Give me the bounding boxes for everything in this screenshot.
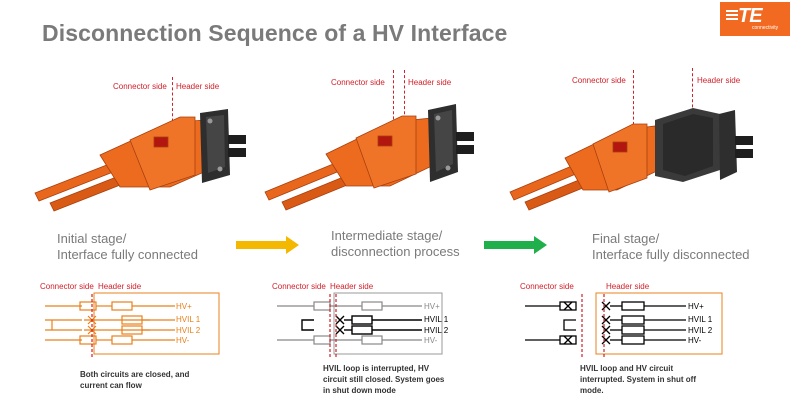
caption-disconnected-line2: interrupted. System in shut off: [580, 375, 697, 384]
stage-final-line2: Interface fully disconnected: [592, 247, 750, 262]
connector-photo-connected: [34, 109, 246, 212]
caption-disconnected-line1: HVIL loop and HV circuit: [580, 364, 674, 373]
stage-intermediate-line2: disconnection process: [331, 244, 460, 259]
schematic-disconnected: Connector side Header side HV+ HVIL 1 HV…: [520, 282, 723, 358]
schematic1-label-hvil1: HVIL 1: [176, 315, 201, 324]
connector-photo-disconnected: [509, 108, 753, 211]
logo-tagline: connectivity: [752, 25, 779, 31]
stage-initial-line1: Initial stage/: [57, 231, 127, 246]
schematic2-label-hv-minus: HV-: [424, 336, 438, 345]
photo3-connector-marker: [633, 70, 634, 130]
caption-intermediate-line1: HVIL loop is interrupted, HV: [323, 364, 430, 373]
schematic1-header-side-label: Header side: [98, 282, 142, 291]
caption-connected: Both circuits are closed, and current ca…: [80, 369, 189, 391]
caption-intermediate-line2: circuit still closed. System goes: [323, 375, 445, 384]
schematic2-label-hvil2: HVIL 2: [424, 326, 449, 335]
schematic2-label-hvil1: HVIL 1: [424, 315, 449, 324]
stage-initial-line2: Interface fully connected: [57, 247, 198, 262]
schematic2-label-hv-plus: HV+: [424, 302, 440, 311]
schematic2-connector-side-label: Connector side: [272, 282, 326, 291]
schematic1-label-hv-plus: HV+: [176, 302, 192, 311]
te-logo: TE connectivity: [720, 2, 790, 36]
caption-connected-line2: current can flow: [80, 381, 142, 390]
logo-mark: TE: [738, 5, 763, 27]
caption-connected-line1: Both circuits are closed, and: [80, 370, 190, 379]
photo2-marker-a: [393, 70, 394, 140]
schematic3-connector-side-label: Connector side: [520, 282, 574, 291]
schematic1-label-hv-minus: HV-: [176, 336, 190, 345]
photo3-connector-side-label: Connector side: [572, 76, 626, 85]
caption-intermediate-line3: in shut down mode: [323, 386, 396, 395]
arrow-right-icon-yellow: [236, 236, 299, 254]
schematic3-header-side-label: Header side: [606, 282, 650, 291]
photo3-header-marker: [692, 68, 693, 123]
schematic3-label-hv-minus: HV-: [688, 336, 702, 345]
arrow-right-icon-green: [484, 236, 547, 254]
photo2-marker-b: [404, 70, 405, 140]
schematic3-label-hv-plus: HV+: [688, 302, 704, 311]
photo1-connector-side-label: Connector side: [113, 82, 167, 91]
schematic1-connector-side-label: Connector side: [40, 282, 94, 291]
photo1-header-side-label: Header side: [176, 82, 220, 91]
schematic1-label-hvil2: HVIL 2: [176, 326, 201, 335]
schematic3-label-hvil2: HVIL 2: [688, 326, 713, 335]
photo2-header-side-label: Header side: [408, 78, 452, 87]
caption-disconnected: HVIL loop and HV circuit interrupted. Sy…: [580, 363, 696, 396]
photo1-interface-marker: [172, 77, 173, 137]
photo2-connector-side-label: Connector side: [331, 78, 385, 87]
caption-intermediate: HVIL loop is interrupted, HV circuit sti…: [323, 363, 444, 396]
schematic2-header-side-label: Header side: [330, 282, 374, 291]
stage-initial-text: Initial stage/ Interface fully connected: [57, 231, 198, 263]
schematic-connected: Connector side Header side HV+ HVIL 1 HV…: [40, 282, 220, 358]
stage-final-text: Final stage/ Interface fully disconnecte…: [592, 231, 750, 263]
photo3-header-side-label: Header side: [697, 76, 741, 85]
stage-final-line1: Final stage/: [592, 231, 660, 246]
caption-disconnected-line3: mode.: [580, 386, 604, 395]
stage-intermediate-text: Intermediate stage/ disconnection proces…: [331, 228, 460, 260]
schematic-intermediate: Connector side Header side HV+ HVIL 1 HV…: [272, 282, 449, 358]
page-title: Disconnection Sequence of a HV Interface: [42, 20, 508, 46]
connector-photo-intermediate: [264, 104, 474, 211]
schematic3-label-hvil1: HVIL 1: [688, 315, 713, 324]
stage-intermediate-line1: Intermediate stage/: [331, 228, 443, 243]
logo-bars-icon: [726, 10, 738, 20]
